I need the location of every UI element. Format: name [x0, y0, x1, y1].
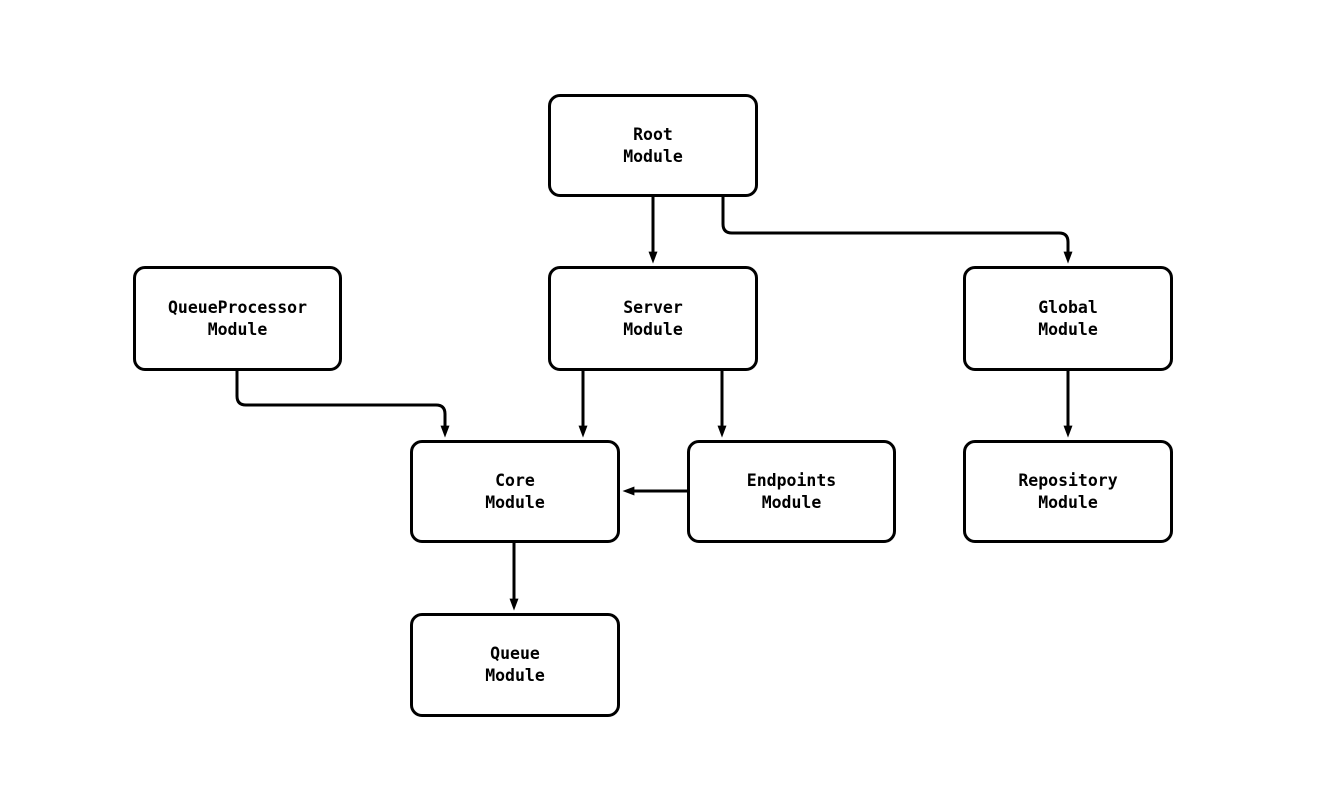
- node-global-module-label: Global Module: [1038, 297, 1098, 339]
- node-queueprocessor-module[interactable]: QueueProcessor Module: [133, 266, 342, 371]
- node-repository-module[interactable]: Repository Module: [963, 440, 1173, 543]
- node-repository-module-label: Repository Module: [1018, 470, 1118, 512]
- node-endpoints-module[interactable]: Endpoints Module: [687, 440, 896, 543]
- node-server-module[interactable]: Server Module: [548, 266, 758, 371]
- node-root-module-label: Root Module: [623, 124, 683, 166]
- node-server-module-label: Server Module: [623, 297, 683, 339]
- edge-root-global: [721, 197, 1073, 264]
- node-endpoints-module-label: Endpoints Module: [746, 470, 837, 512]
- node-root-module[interactable]: Root Module: [548, 94, 758, 197]
- node-global-module[interactable]: Global Module: [963, 266, 1173, 371]
- node-core-module-label: Core Module: [485, 470, 545, 512]
- node-queue-module[interactable]: Queue Module: [410, 613, 620, 717]
- edge-queueprocessor-core: [235, 371, 450, 438]
- node-queue-module-label: Queue Module: [485, 644, 545, 685]
- node-core-module[interactable]: Core Module: [410, 440, 620, 543]
- node-queueprocessor-module-label: QueueProcessor Module: [167, 297, 308, 339]
